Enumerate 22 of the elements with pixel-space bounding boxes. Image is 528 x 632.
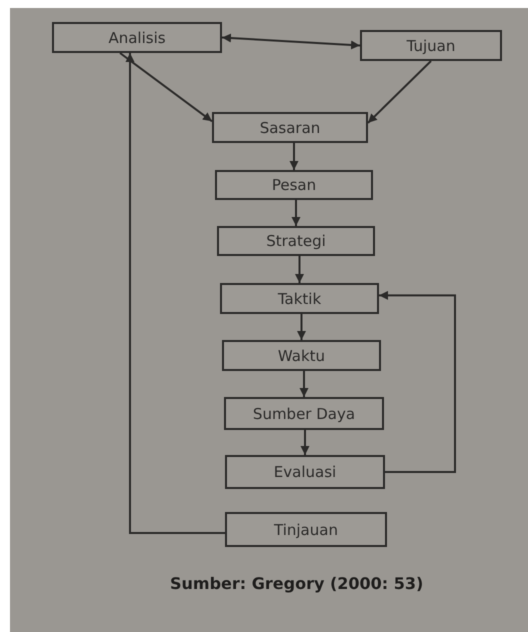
arrow bbox=[300, 371, 308, 397]
process-box: Strategi bbox=[217, 226, 375, 256]
source-caption: Sumber: Gregory (2000: 53) bbox=[170, 574, 424, 593]
arrow bbox=[222, 34, 360, 50]
process-box: Tujuan bbox=[360, 30, 502, 61]
arrow bbox=[297, 314, 306, 340]
arrow bbox=[367, 60, 432, 124]
arrow bbox=[290, 143, 298, 170]
process-box: Pesan bbox=[215, 170, 373, 200]
process-box: Taktik bbox=[220, 283, 379, 314]
arrow bbox=[292, 200, 300, 226]
arrow bbox=[295, 256, 304, 283]
process-box: Waktu bbox=[222, 340, 381, 371]
process-box: Analisis bbox=[52, 22, 222, 53]
process-box: Evaluasi bbox=[225, 455, 385, 489]
arrow bbox=[300, 430, 310, 455]
process-box: Sumber Daya bbox=[224, 397, 384, 430]
process-box: Sasaran bbox=[212, 112, 368, 143]
arrow bbox=[119, 52, 213, 122]
process-box: Tinjauan bbox=[225, 512, 387, 547]
arrow bbox=[379, 290, 456, 473]
arrow bbox=[126, 53, 225, 534]
